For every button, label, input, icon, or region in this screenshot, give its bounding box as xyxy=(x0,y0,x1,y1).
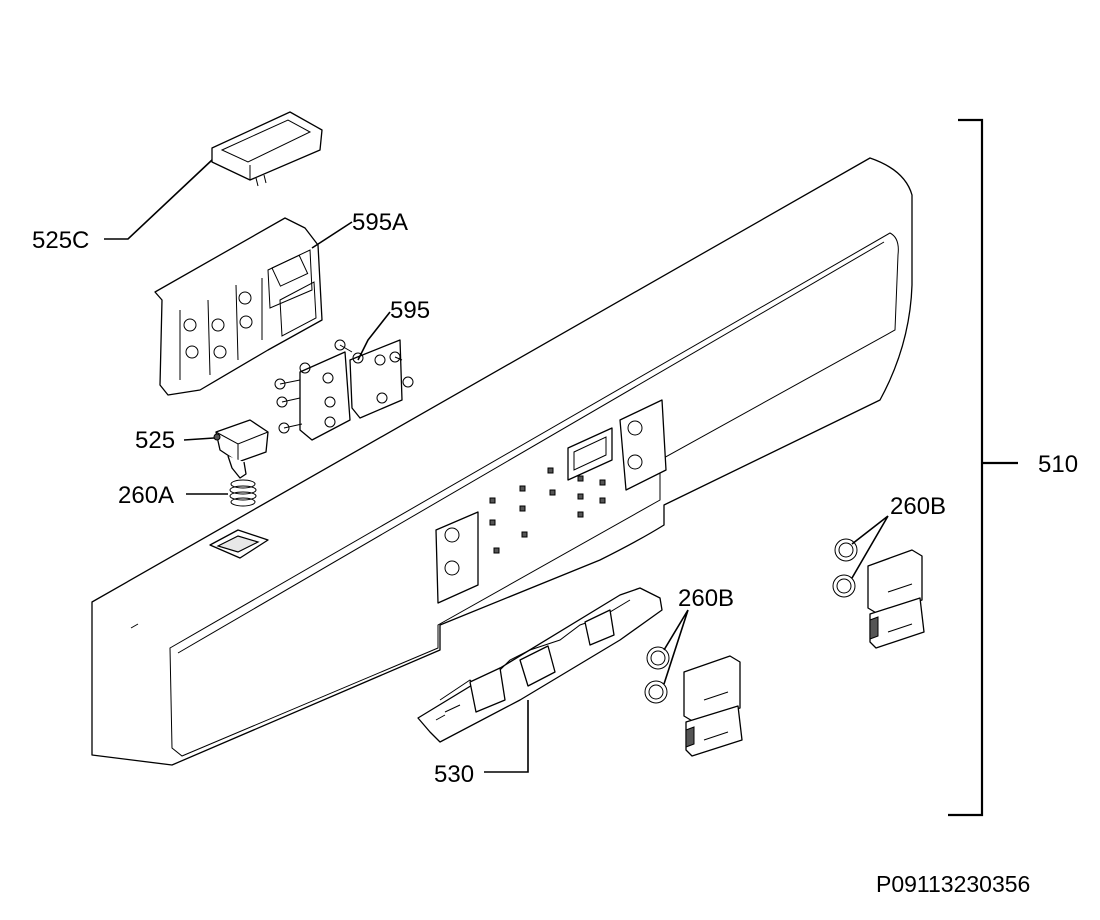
control-panel-510 xyxy=(91,157,913,766)
cover-525C xyxy=(211,111,323,187)
callout-260A: 260A xyxy=(118,482,174,509)
callout-510: 510 xyxy=(1038,451,1078,478)
springs-260B-right xyxy=(832,538,858,598)
springs-260B-center xyxy=(644,646,670,704)
spring-260A xyxy=(229,479,257,507)
callout-595A: 595A xyxy=(352,209,408,236)
callout-260B-right: 260B xyxy=(890,493,946,520)
leader-260B-right xyxy=(851,515,889,579)
bracket-530 xyxy=(417,587,663,743)
leader-525C xyxy=(104,159,213,240)
switch-525 xyxy=(213,419,269,479)
indicator-led-group xyxy=(489,467,606,554)
buttons-right xyxy=(867,549,925,649)
leader-260B-center xyxy=(663,609,689,685)
callout-260B-center: 260B xyxy=(678,585,734,612)
button-housing-595A xyxy=(154,217,323,396)
buttons-center xyxy=(683,655,743,757)
leader-530 xyxy=(484,700,529,773)
callout-525C: 525C xyxy=(32,227,89,254)
leader-595A xyxy=(311,221,353,249)
callout-525: 525 xyxy=(135,427,175,454)
callout-595: 595 xyxy=(390,297,430,324)
assembly-bracket-510 xyxy=(948,118,1018,817)
leader-525 xyxy=(183,437,215,441)
callout-530: 530 xyxy=(434,761,474,788)
button-carrier-595 xyxy=(274,339,414,441)
drawing-reference-number: P09113230356 xyxy=(876,871,1030,897)
leader-595 xyxy=(357,311,391,361)
